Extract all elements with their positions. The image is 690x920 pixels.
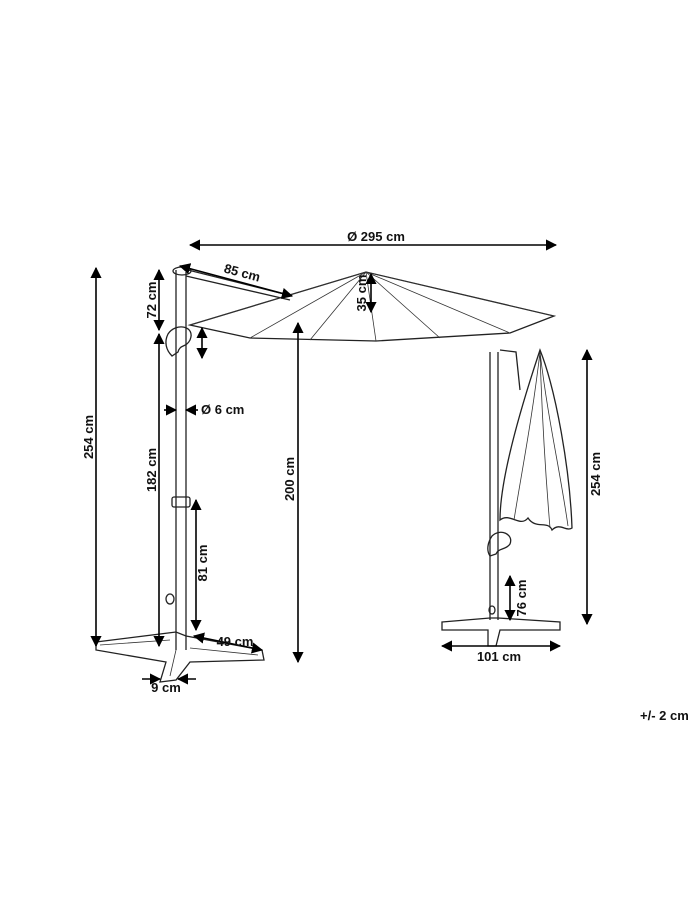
- tolerance-note: +/- 2 cm: [640, 708, 689, 723]
- label-arm-length: 85 cm: [222, 261, 262, 285]
- label-pole-top: 72 cm: [144, 282, 159, 319]
- label-total-height-closed: 254 cm: [588, 452, 603, 496]
- label-base-thickness: 9 cm: [151, 680, 181, 695]
- label-pole-lower: 182 cm: [144, 448, 159, 492]
- dimension-lines: [90, 239, 593, 685]
- label-base-pole: 81 cm: [195, 545, 210, 582]
- label-canopy-diameter: Ø 295 cm: [347, 229, 405, 244]
- label-total-height-open: 254 cm: [81, 415, 96, 459]
- label-base-leg: 49 cm: [217, 634, 254, 649]
- label-closed-base-width: 101 cm: [477, 649, 521, 664]
- label-canopy-drop: 35 cm: [354, 275, 369, 312]
- closed-umbrella-drawing: [441, 348, 573, 647]
- label-pole-diameter: Ø 6 cm: [201, 402, 244, 417]
- open-umbrella-drawing: [95, 266, 557, 683]
- label-canopy-clearance: 200 cm: [282, 457, 297, 501]
- dimension-labels: Ø 295 cm 85 cm 72 cm 35 cm Ø 6 cm 254 cm…: [81, 229, 603, 695]
- label-closed-base-height: 76 cm: [514, 580, 529, 617]
